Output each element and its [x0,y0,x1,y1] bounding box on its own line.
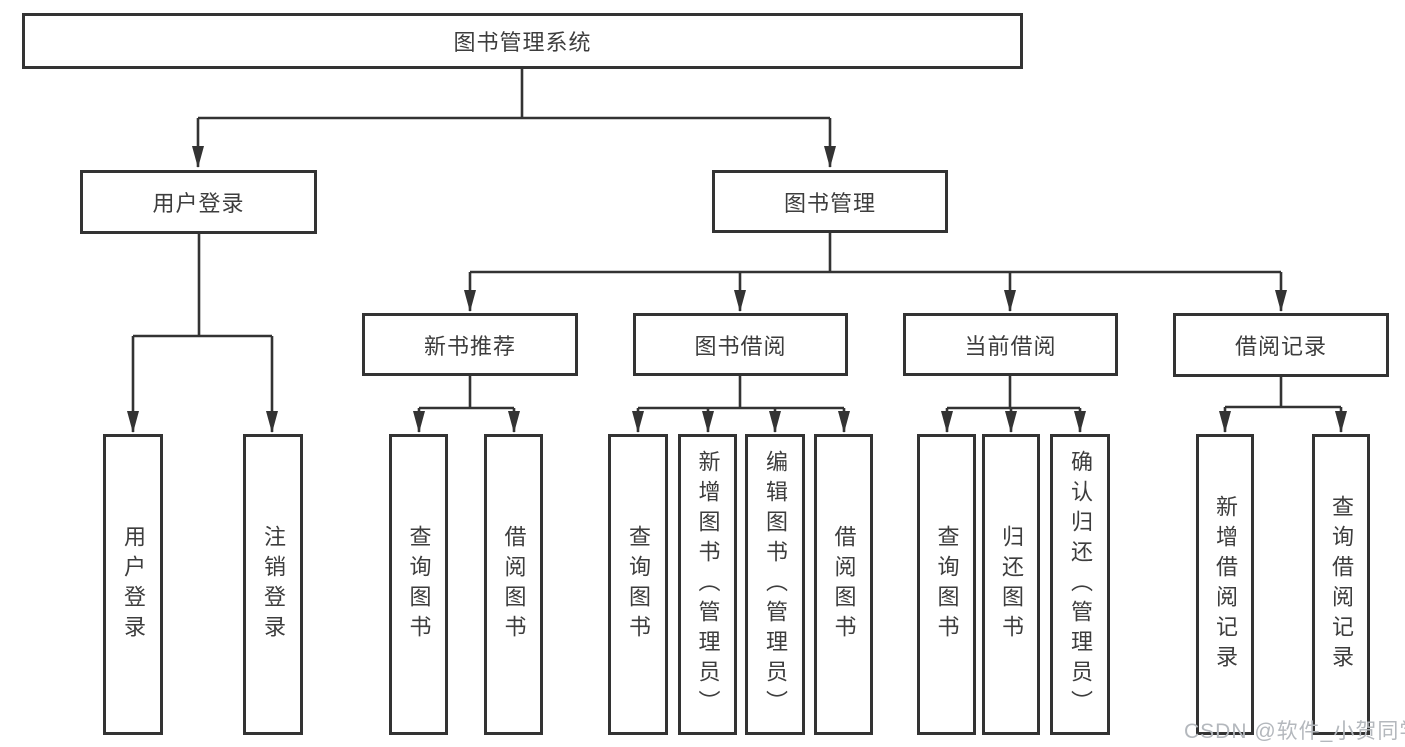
leaf-user-login: 用户登录 [103,434,163,735]
csdn-watermark: CSDN @软件_小贺同学 [1184,720,1405,743]
node-new-book-recommend: 新书推荐 [362,313,578,376]
node-book-borrow: 图书借阅 [633,313,848,376]
node-user-login-branch: 用户登录 [80,170,317,234]
leaf-query-book-recommend: 查询图书 [389,434,448,735]
node-borrow-record: 借阅记录 [1173,313,1389,377]
leaf-edit-book-admin: 编辑图书（管理员） [745,434,805,735]
node-book-management-branch: 图书管理 [712,170,948,233]
leaf-query-book-borrow: 查询图书 [608,434,668,735]
leaf-return-book: 归还图书 [982,434,1040,735]
leaf-query-book-current: 查询图书 [917,434,976,735]
node-current-borrow: 当前借阅 [903,313,1118,376]
leaf-logout: 注销登录 [243,434,303,735]
leaf-borrow-book-recommend: 借阅图书 [484,434,543,735]
leaf-add-borrow-record: 新增借阅记录 [1196,434,1254,735]
node-library-management-system: 图书管理系统 [22,13,1023,69]
leaf-query-borrow-record: 查询借阅记录 [1312,434,1370,735]
leaf-add-book-admin: 新增图书（管理员） [678,434,737,735]
leaf-borrow-book: 借阅图书 [814,434,873,735]
leaf-confirm-return-admin: 确认归还（管理员） [1050,434,1110,735]
